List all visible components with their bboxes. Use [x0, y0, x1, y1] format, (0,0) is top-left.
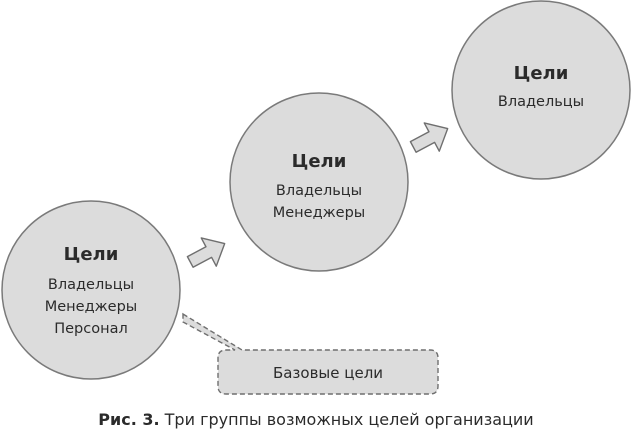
figure-caption: Рис. 3. Три группы возможных целей орган… — [0, 410, 632, 429]
callout-text: Базовые цели — [273, 364, 383, 382]
arrow-right-icon — [409, 122, 449, 153]
circle-2-title: Цели — [292, 151, 347, 172]
circle-1-line-2: Менеджеры — [45, 299, 138, 315]
circle-1-title: Цели — [64, 244, 119, 265]
circle-2-line-1: Владельцы — [276, 183, 362, 199]
circle-3-title: Цели — [514, 63, 569, 84]
caption-text: Три группы возможных целей организации — [164, 410, 534, 429]
circle-goals-3: Цели Владельцы — [451, 0, 631, 180]
circle-2-line-2: Менеджеры — [273, 205, 366, 221]
arrow-right-icon — [186, 237, 226, 268]
caption-label: Рис. 3. — [98, 410, 160, 429]
circle-goals-2: Цели Владельцы Менеджеры — [229, 92, 409, 272]
circle-3-line-1: Владельцы — [498, 94, 584, 110]
callout-box — [182, 312, 439, 395]
circle-1-line-1: Владельцы — [48, 277, 134, 293]
circle-goals-1: Цели Владельцы Менеджеры Персонал — [1, 200, 181, 380]
circle-1-line-3: Персонал — [54, 321, 128, 337]
